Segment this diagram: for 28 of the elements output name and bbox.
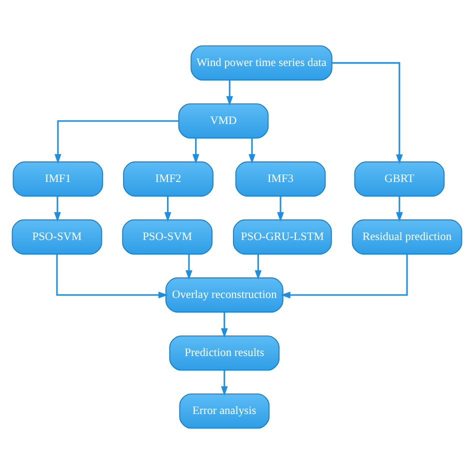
arrow [54, 120, 179, 164]
arrow [254, 254, 262, 280]
node-box: Error analysis [179, 393, 270, 429]
node-box: PSO-SVM [12, 219, 102, 255]
arrow [56, 254, 168, 298]
node-box: IMF2 [123, 161, 214, 197]
arrow [186, 254, 192, 280]
node-box: PSO-SVM [122, 219, 212, 255]
node-box: Residual prediction [352, 219, 462, 255]
node-box: Overlay reconstruction [165, 277, 284, 313]
node-box: Prediction results [169, 335, 280, 371]
arrow [221, 312, 228, 338]
arrow [221, 370, 228, 396]
arrow [54, 196, 61, 222]
arrow [396, 196, 403, 222]
arrow [164, 196, 172, 222]
node-box: IMF3 [235, 161, 326, 197]
node-box: IMF1 [12, 161, 104, 197]
node-box: VMD [178, 103, 269, 139]
arrow [248, 138, 256, 164]
arrow [226, 80, 234, 106]
arrow [332, 62, 403, 164]
node-box: GBRT [354, 161, 445, 197]
arrow [277, 196, 284, 222]
node-box: PSO-GRU-LSTM [232, 219, 332, 255]
arrow [280, 254, 408, 298]
arrow [192, 138, 200, 164]
node-box: Wind power time series data [190, 45, 332, 81]
